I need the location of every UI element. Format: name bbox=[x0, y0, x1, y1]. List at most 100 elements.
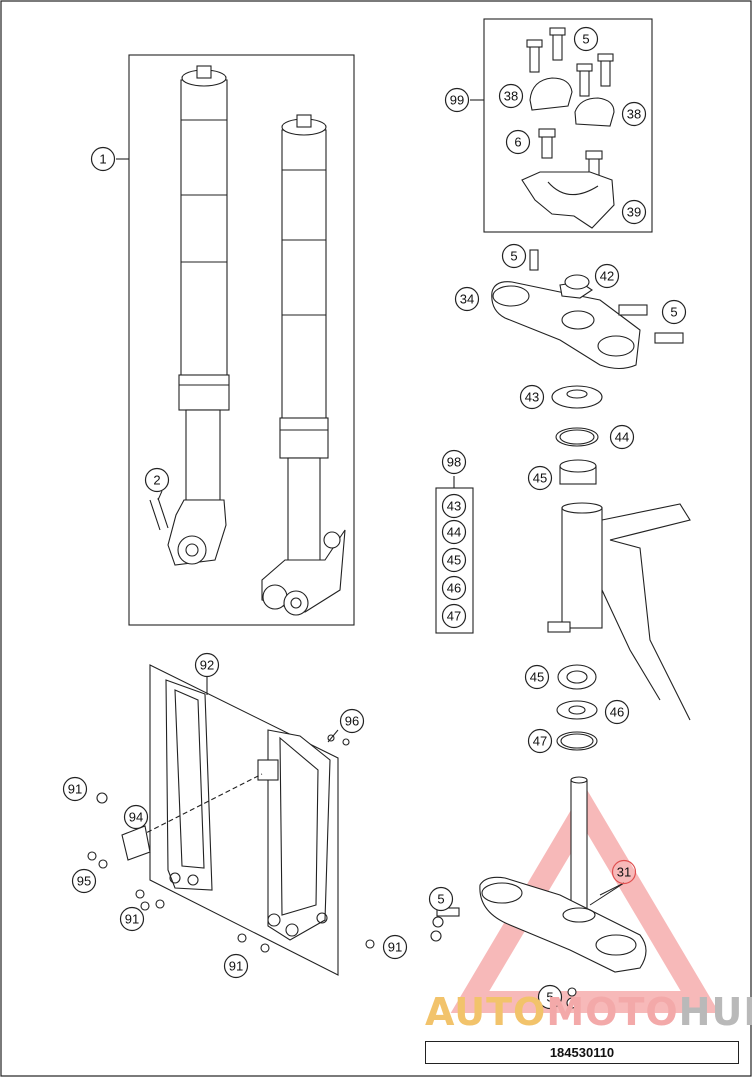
callout-k45: 45 bbox=[441, 547, 467, 573]
kit-list-frame bbox=[435, 476, 474, 634]
callout-number: 44 bbox=[447, 525, 461, 540]
callout-number: 47 bbox=[447, 609, 461, 624]
right-fork-leg bbox=[261, 114, 346, 616]
callout-number: 31 bbox=[617, 865, 631, 880]
callout-number: 5 bbox=[670, 305, 677, 320]
callout-c2: 2 bbox=[144, 467, 170, 493]
fork-frame bbox=[128, 54, 355, 626]
watermark-text: AUTOMOTOHUB bbox=[425, 990, 752, 1034]
bearing-parts-lower bbox=[556, 664, 598, 751]
callout-number: 45 bbox=[447, 553, 461, 568]
callout-circle bbox=[661, 299, 687, 325]
callout-circle bbox=[194, 652, 220, 678]
callout-c5c: 5 bbox=[661, 299, 687, 325]
callout-c91a: 91 bbox=[62, 776, 88, 802]
callout-number: 91 bbox=[68, 782, 82, 797]
callout-number: 47 bbox=[533, 734, 547, 749]
callout-c5a: 5 bbox=[573, 26, 599, 52]
callout-circle bbox=[71, 868, 97, 894]
bearing-parts-upper bbox=[551, 385, 603, 485]
callout-circle bbox=[524, 664, 550, 690]
callout-circle bbox=[604, 699, 630, 725]
callout-k46: 46 bbox=[441, 575, 467, 601]
callout-number: 92 bbox=[200, 658, 214, 673]
callout-labels: 1 2 5 99 38 38 6 39 5 42 34 5 43 44 98 45 43 44 45 46 47 92 96… bbox=[62, 26, 687, 1010]
callout-number: 38 bbox=[627, 107, 641, 122]
callout-number: 45 bbox=[530, 670, 544, 685]
callout-number: 91 bbox=[125, 912, 139, 927]
callout-circle bbox=[609, 424, 635, 450]
callout-number: 38 bbox=[504, 89, 518, 104]
callout-c38a: 38 bbox=[498, 83, 524, 109]
callout-circle bbox=[441, 493, 467, 519]
fork-assembly bbox=[116, 54, 355, 626]
callout-circle bbox=[441, 603, 467, 629]
callout-c91b: 91 bbox=[119, 906, 145, 932]
clamp-kit-frame bbox=[483, 18, 653, 233]
callout-number: 99 bbox=[450, 93, 464, 108]
callout-c47: 47 bbox=[527, 728, 553, 754]
upper-triple-clamp bbox=[491, 249, 684, 370]
callout-circle bbox=[441, 547, 467, 573]
callout-number: 95 bbox=[77, 874, 91, 889]
callout-c5b: 5 bbox=[501, 243, 527, 269]
callout-c31: 31 bbox=[611, 859, 637, 885]
callout-number: 98 bbox=[447, 455, 461, 470]
callout-number: 43 bbox=[525, 390, 539, 405]
callout-circle bbox=[90, 146, 116, 172]
callout-number: 39 bbox=[627, 205, 641, 220]
callout-number: 44 bbox=[615, 430, 629, 445]
callout-circle bbox=[537, 984, 563, 1010]
callout-circle bbox=[621, 199, 647, 225]
callout-circle bbox=[441, 519, 467, 545]
callout-number: 91 bbox=[388, 940, 402, 955]
callout-number: 96 bbox=[345, 714, 359, 729]
callout-circle bbox=[505, 129, 531, 155]
callout-c5e: 5 bbox=[537, 984, 563, 1010]
callout-c38b: 38 bbox=[621, 101, 647, 127]
callout-number: 46 bbox=[447, 581, 461, 596]
callout-c1: 1 bbox=[90, 146, 116, 172]
callout-c91c: 91 bbox=[223, 953, 249, 979]
callout-circle bbox=[339, 708, 365, 734]
drawing-number: 184530110 bbox=[425, 1041, 739, 1064]
callout-number: 46 bbox=[610, 705, 624, 720]
steering-head-frame bbox=[547, 502, 691, 721]
callout-c91d: 91 bbox=[382, 934, 408, 960]
callout-c95: 95 bbox=[71, 868, 97, 894]
watermark-part-3: HUB bbox=[678, 990, 752, 1034]
callout-k43: 43 bbox=[441, 493, 467, 519]
callout-c45a: 45 bbox=[527, 465, 553, 491]
callout-number: 34 bbox=[460, 292, 474, 307]
callout-circle bbox=[454, 286, 480, 312]
callout-number: 91 bbox=[229, 959, 243, 974]
callout-c43: 43 bbox=[519, 384, 545, 410]
callout-circle bbox=[527, 728, 553, 754]
callout-c45b: 45 bbox=[524, 664, 550, 690]
callout-circle bbox=[444, 87, 470, 113]
callout-circle bbox=[527, 465, 553, 491]
leader-lines bbox=[157, 490, 625, 906]
callout-circle bbox=[594, 263, 620, 289]
callout-circle bbox=[428, 886, 454, 912]
callout-circle bbox=[498, 83, 524, 109]
callout-number: 5 bbox=[437, 892, 444, 907]
callout-k47: 47 bbox=[441, 603, 467, 629]
callout-number: 94 bbox=[129, 810, 143, 825]
callout-circle bbox=[123, 804, 149, 830]
callout-circle bbox=[611, 859, 637, 885]
callout-c92: 92 bbox=[194, 652, 220, 678]
left-fork-leg bbox=[149, 65, 230, 566]
callout-number: 5 bbox=[582, 32, 589, 47]
callout-number: 1 bbox=[99, 152, 106, 167]
callout-number: 45 bbox=[533, 471, 547, 486]
callout-circle bbox=[441, 449, 467, 475]
callout-c42: 42 bbox=[594, 263, 620, 289]
callout-c46: 46 bbox=[604, 699, 630, 725]
watermark-part-2: MOTO bbox=[546, 990, 679, 1034]
callout-number: 6 bbox=[514, 135, 521, 150]
callout-c39: 39 bbox=[621, 199, 647, 225]
callout-k44: 44 bbox=[441, 519, 467, 545]
